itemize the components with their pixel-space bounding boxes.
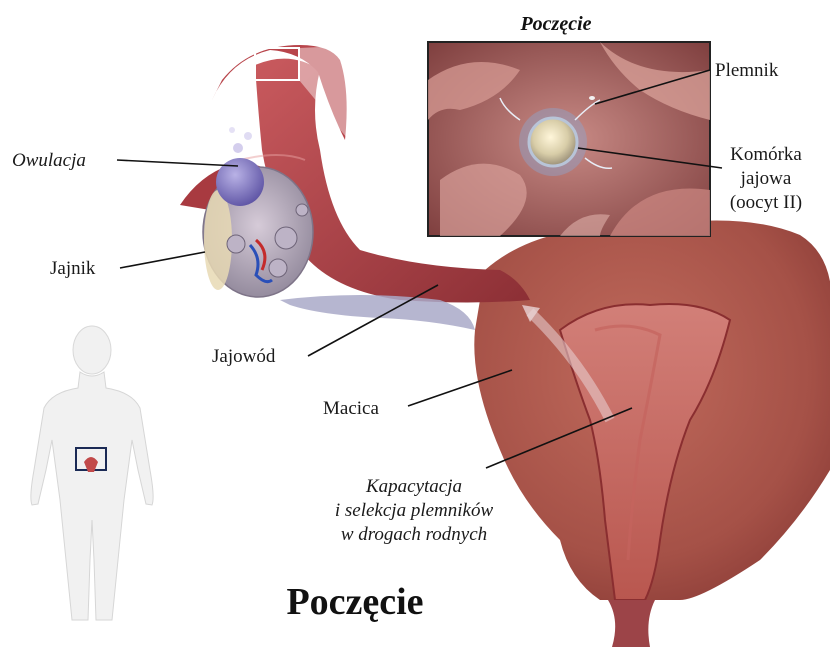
main-title: Poczęcie xyxy=(286,581,423,623)
label-egg-line2: jajowa xyxy=(740,168,792,189)
label-ovulation: Owulacja xyxy=(12,150,86,171)
label-ovary: Jajnik xyxy=(50,258,96,279)
oocyte xyxy=(529,118,577,166)
sperm-cell xyxy=(589,96,595,100)
label-fallopian-tube: Jajowód xyxy=(212,346,276,367)
label-capacitation-line3: w drogach rodnych xyxy=(341,524,487,545)
label-sperm: Plemnik xyxy=(715,60,779,81)
label-egg-line1: Komórka xyxy=(730,144,802,165)
label-capacitation-line1: Kapacytacja xyxy=(365,476,462,497)
conception-inset xyxy=(428,42,710,236)
human-silhouette xyxy=(31,326,153,620)
inset-title: Poczęcie xyxy=(519,13,591,35)
label-capacitation-line2: i selekcja plemników xyxy=(335,500,494,521)
uterus xyxy=(474,220,830,647)
label-uterus: Macica xyxy=(323,398,379,419)
label-egg-line3: (oocyt II) xyxy=(730,192,802,213)
